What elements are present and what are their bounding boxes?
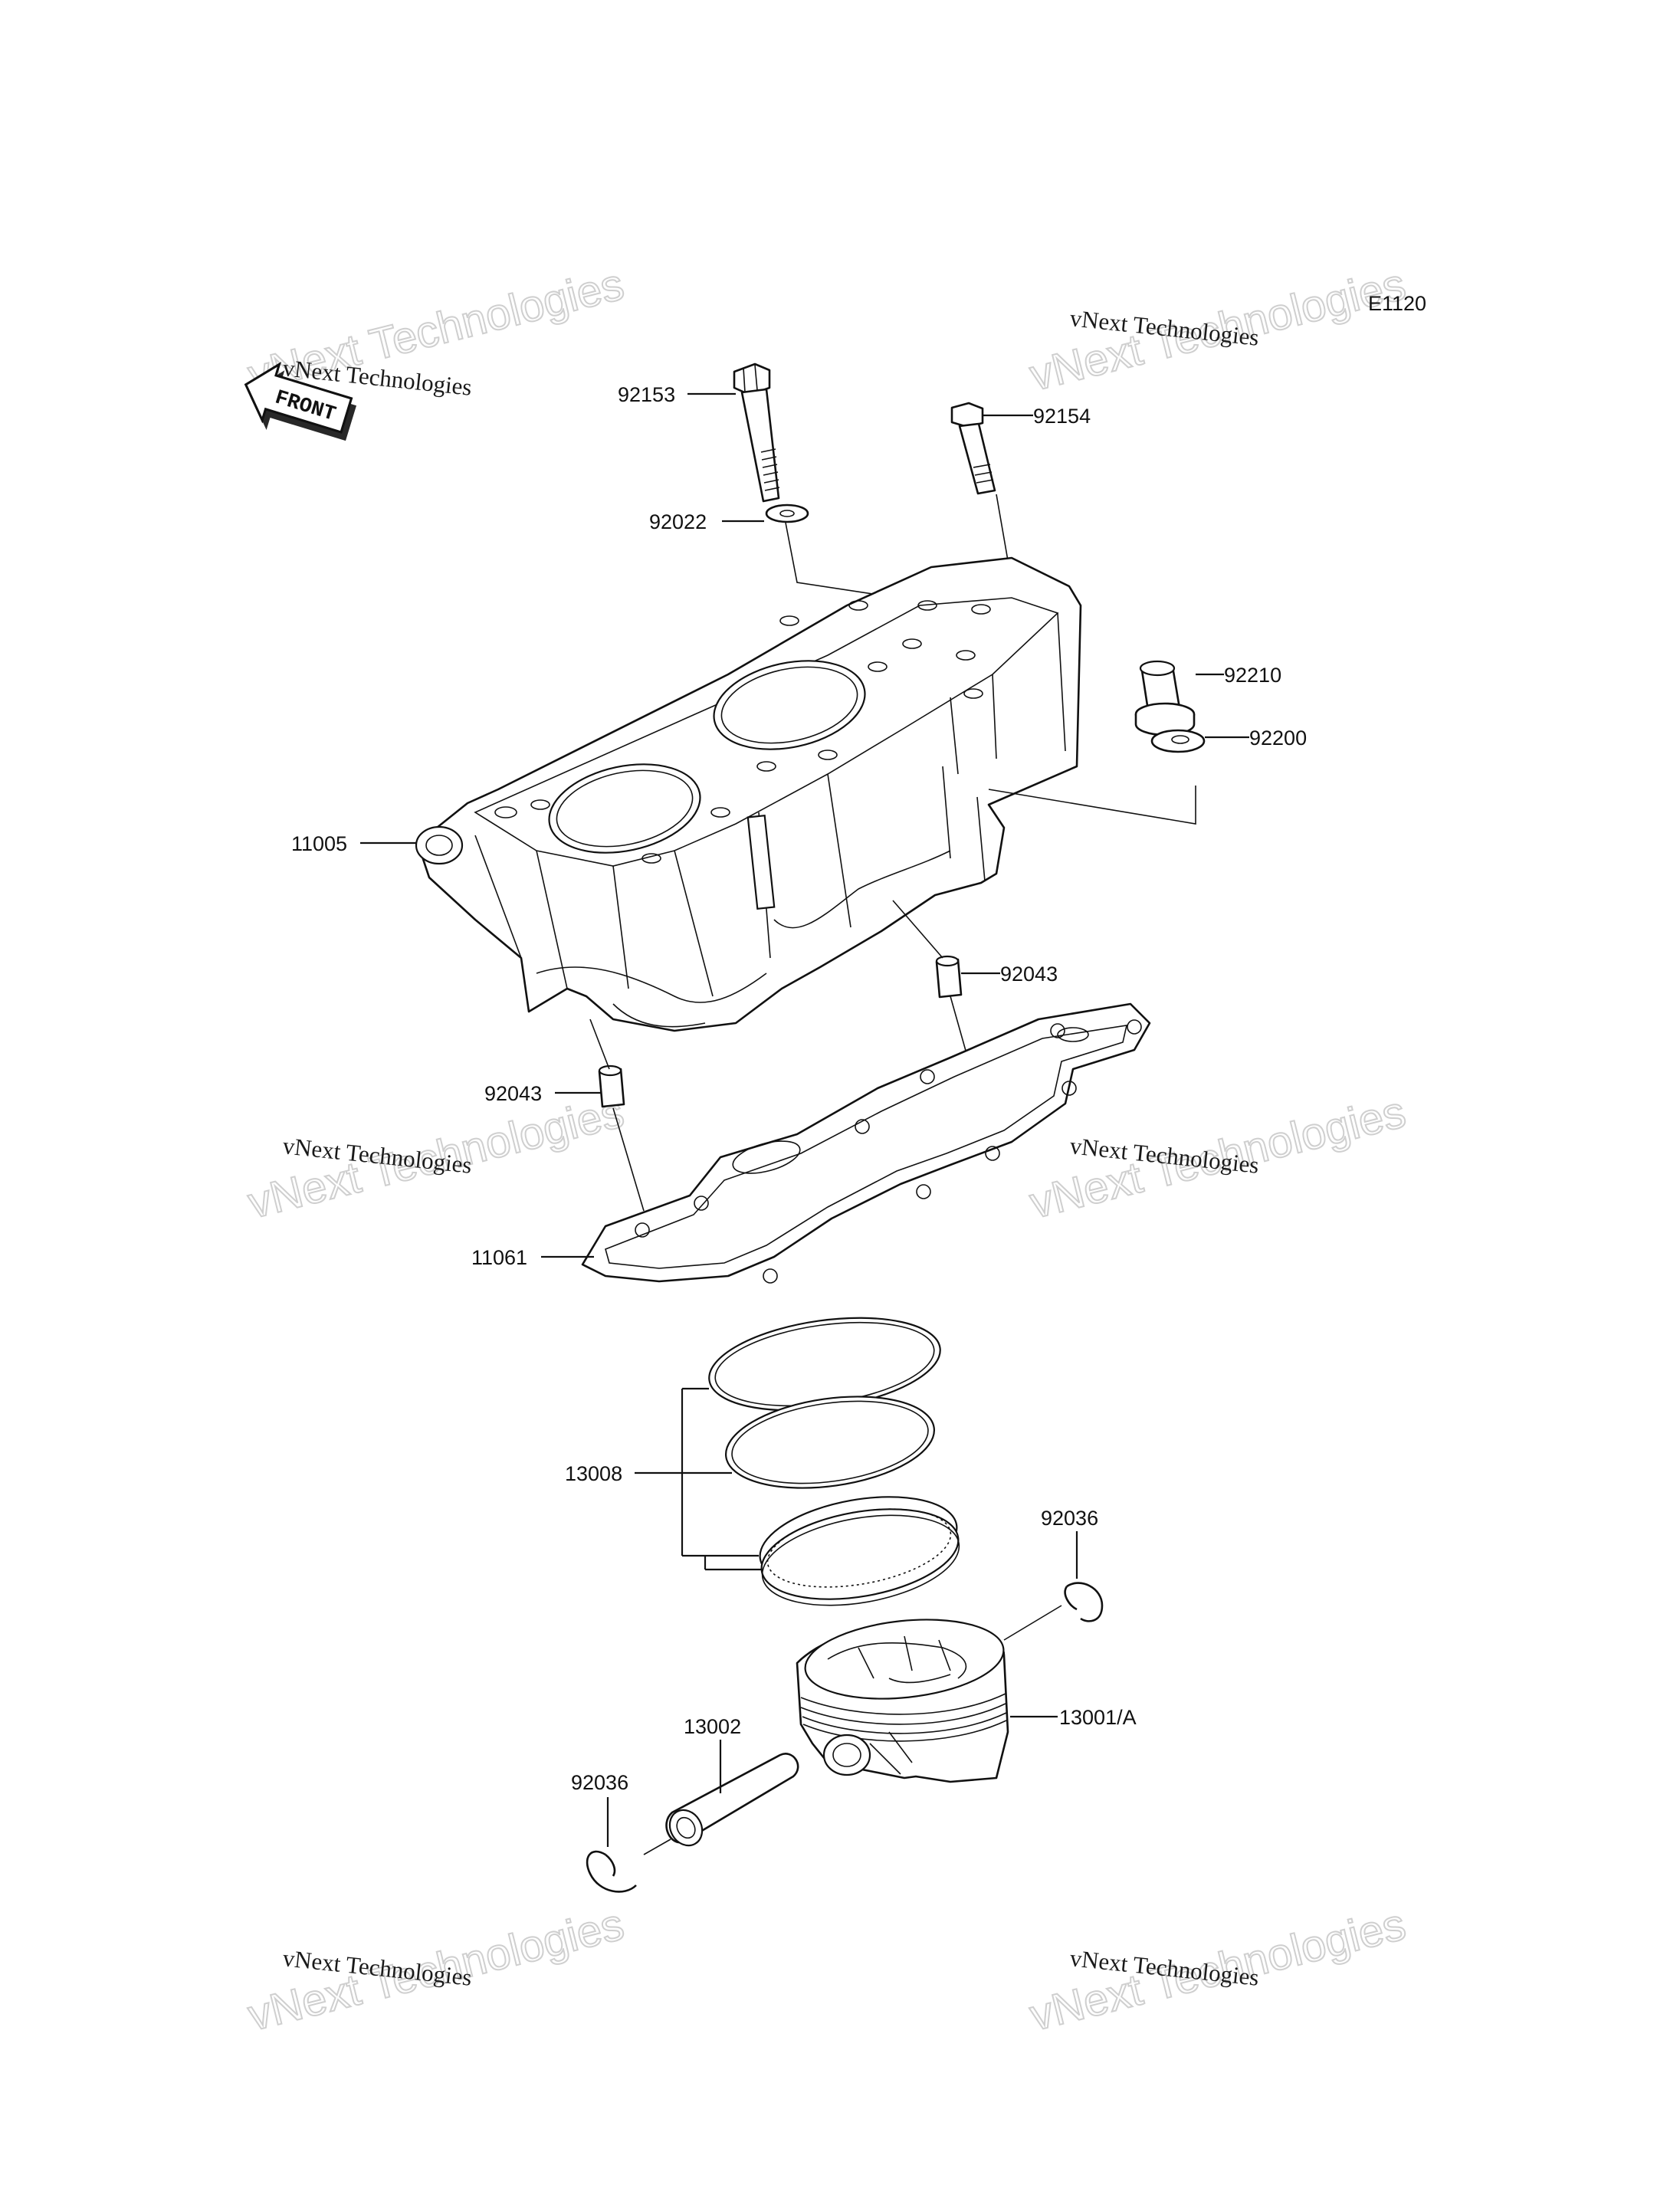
callout-cylinder: 11005: [291, 832, 347, 855]
diagram-code: E1120: [1368, 292, 1426, 315]
washer-side-part: [1150, 729, 1206, 753]
watermark-mid-left: vNext Technologies vNext Technologies: [242, 1086, 629, 1228]
dowel-right-part: [935, 955, 963, 999]
callout-ring-set: 13008: [565, 1462, 622, 1485]
callout-washer-side: 92200: [1249, 727, 1307, 750]
callout-dowel-right: 92043: [1000, 963, 1058, 986]
watermark-bottom-left: vNext Technologies vNext Technologies: [242, 1898, 629, 2041]
callout-circlip-right: 92036: [1041, 1507, 1098, 1530]
piston-ring-oil-part: [759, 1496, 960, 1606]
cylinder-block-part: [415, 556, 1082, 1032]
callout-washer-top: 92022: [649, 510, 707, 533]
callout-piston: 13001/A: [1059, 1706, 1137, 1729]
washer-top-part: [765, 504, 809, 523]
callout-piston-pin: 13002: [684, 1715, 741, 1738]
watermark-top-left: vNext Technologies vNext Technologies: [242, 258, 629, 401]
callout-bolt-short: 92154: [1033, 405, 1091, 428]
front-arrow-icon: FRONT: [244, 362, 357, 441]
piston-ring-second-part: [725, 1396, 935, 1489]
circlip-right-part: [1066, 1582, 1104, 1622]
watermark-bottom-right: vNext Technologies vNext Technologies: [1024, 1898, 1411, 2041]
watermark-top-right: vNext Technologies vNext Technologies: [1024, 258, 1411, 401]
watermark-mid-right: vNext Technologies vNext Technologies: [1024, 1086, 1411, 1228]
gasket-part: [581, 1002, 1151, 1284]
piston-pin-part: [665, 1753, 799, 1847]
ring-set-bracket: [635, 1387, 763, 1571]
bolt-short-part: [950, 402, 996, 495]
bolt-long-part: [733, 362, 780, 503]
collar-part: [1134, 660, 1196, 736]
callout-bolt-long: 92153: [618, 383, 675, 406]
callout-dowel-left: 92043: [484, 1082, 542, 1105]
callout-gasket: 11061: [471, 1246, 527, 1269]
callout-collar: 92210: [1224, 664, 1281, 687]
callout-circlip-left: 92036: [571, 1771, 628, 1794]
piston-part: [796, 1619, 1009, 1783]
dowel-left-part: [598, 1064, 625, 1108]
